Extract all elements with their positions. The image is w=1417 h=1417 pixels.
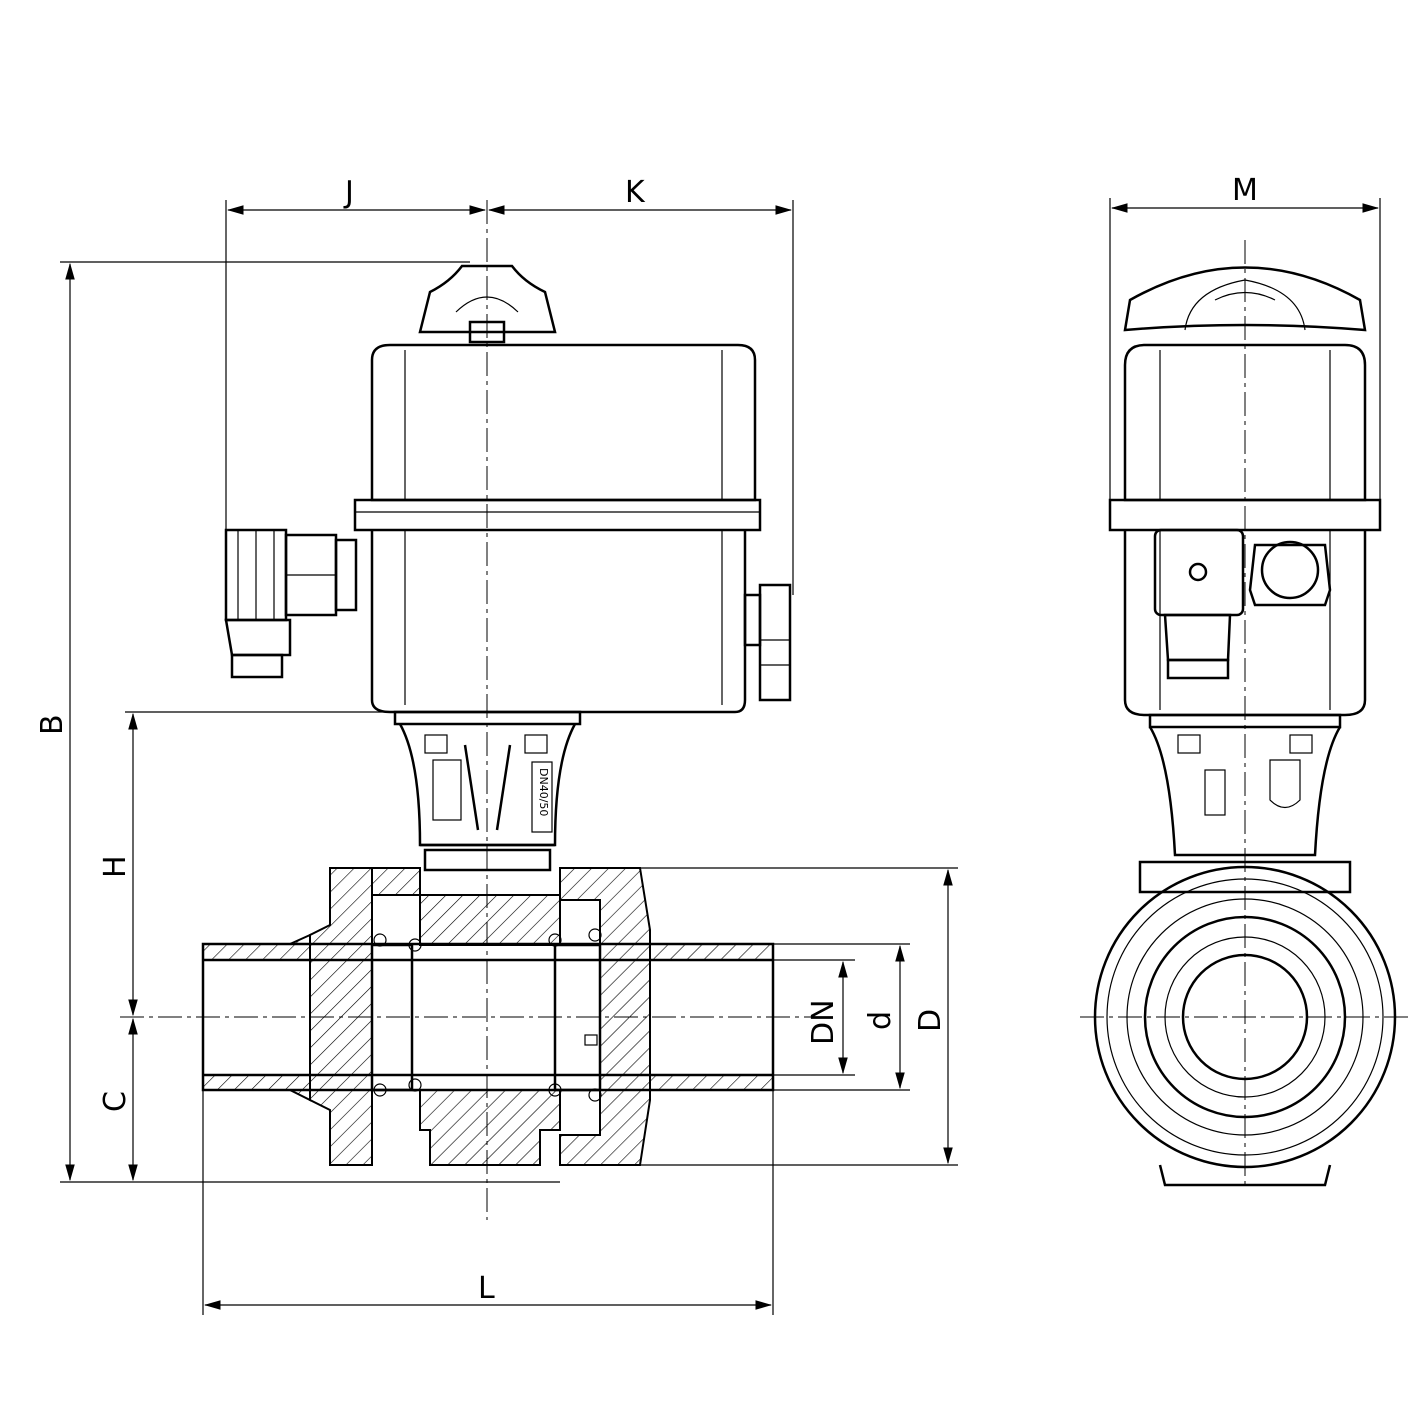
dimension-d-outer: D: [640, 867, 958, 1166]
dimension-label-j: J: [343, 175, 354, 210]
side-knob: [1123, 266, 1367, 332]
dimension-label-h: H: [98, 855, 133, 878]
dimension-label-dn: DN: [806, 999, 841, 1045]
dimension-m: M: [1109, 173, 1381, 500]
mounting-bracket: DN40/50: [393, 710, 582, 872]
electrical-connector: [224, 528, 358, 679]
dimension-label-d: d: [863, 1011, 898, 1030]
dimension-dn: DN: [773, 959, 855, 1076]
dimension-l: L: [202, 1090, 774, 1315]
dimension-h: H: [98, 711, 395, 1017]
front-view: DN40/50: [35, 175, 958, 1315]
bracket-size-label: DN40/50: [537, 768, 550, 816]
dimension-b: B: [35, 261, 560, 1183]
side-bracket: [1148, 713, 1342, 857]
actuator-housing: [353, 343, 762, 714]
valve-body-section: [201, 867, 775, 1166]
dimension-label-k: K: [625, 175, 646, 210]
dimension-k: K: [487, 175, 794, 595]
dimension-label-m: M: [1232, 173, 1258, 208]
dimension-j: J: [225, 175, 487, 530]
dimension-label-D: D: [913, 1009, 948, 1032]
cable-gland: [743, 583, 792, 702]
manual-override-knob: [418, 264, 557, 344]
dimension-label-l: L: [478, 1271, 495, 1306]
dimension-label-c: C: [98, 1091, 133, 1112]
side-valve-body: [1093, 860, 1397, 1187]
side-view: M: [1080, 173, 1410, 1190]
dimension-label-b: B: [35, 714, 70, 735]
dimension-d-inner: d: [773, 943, 910, 1091]
dimension-c: C: [98, 1017, 138, 1182]
